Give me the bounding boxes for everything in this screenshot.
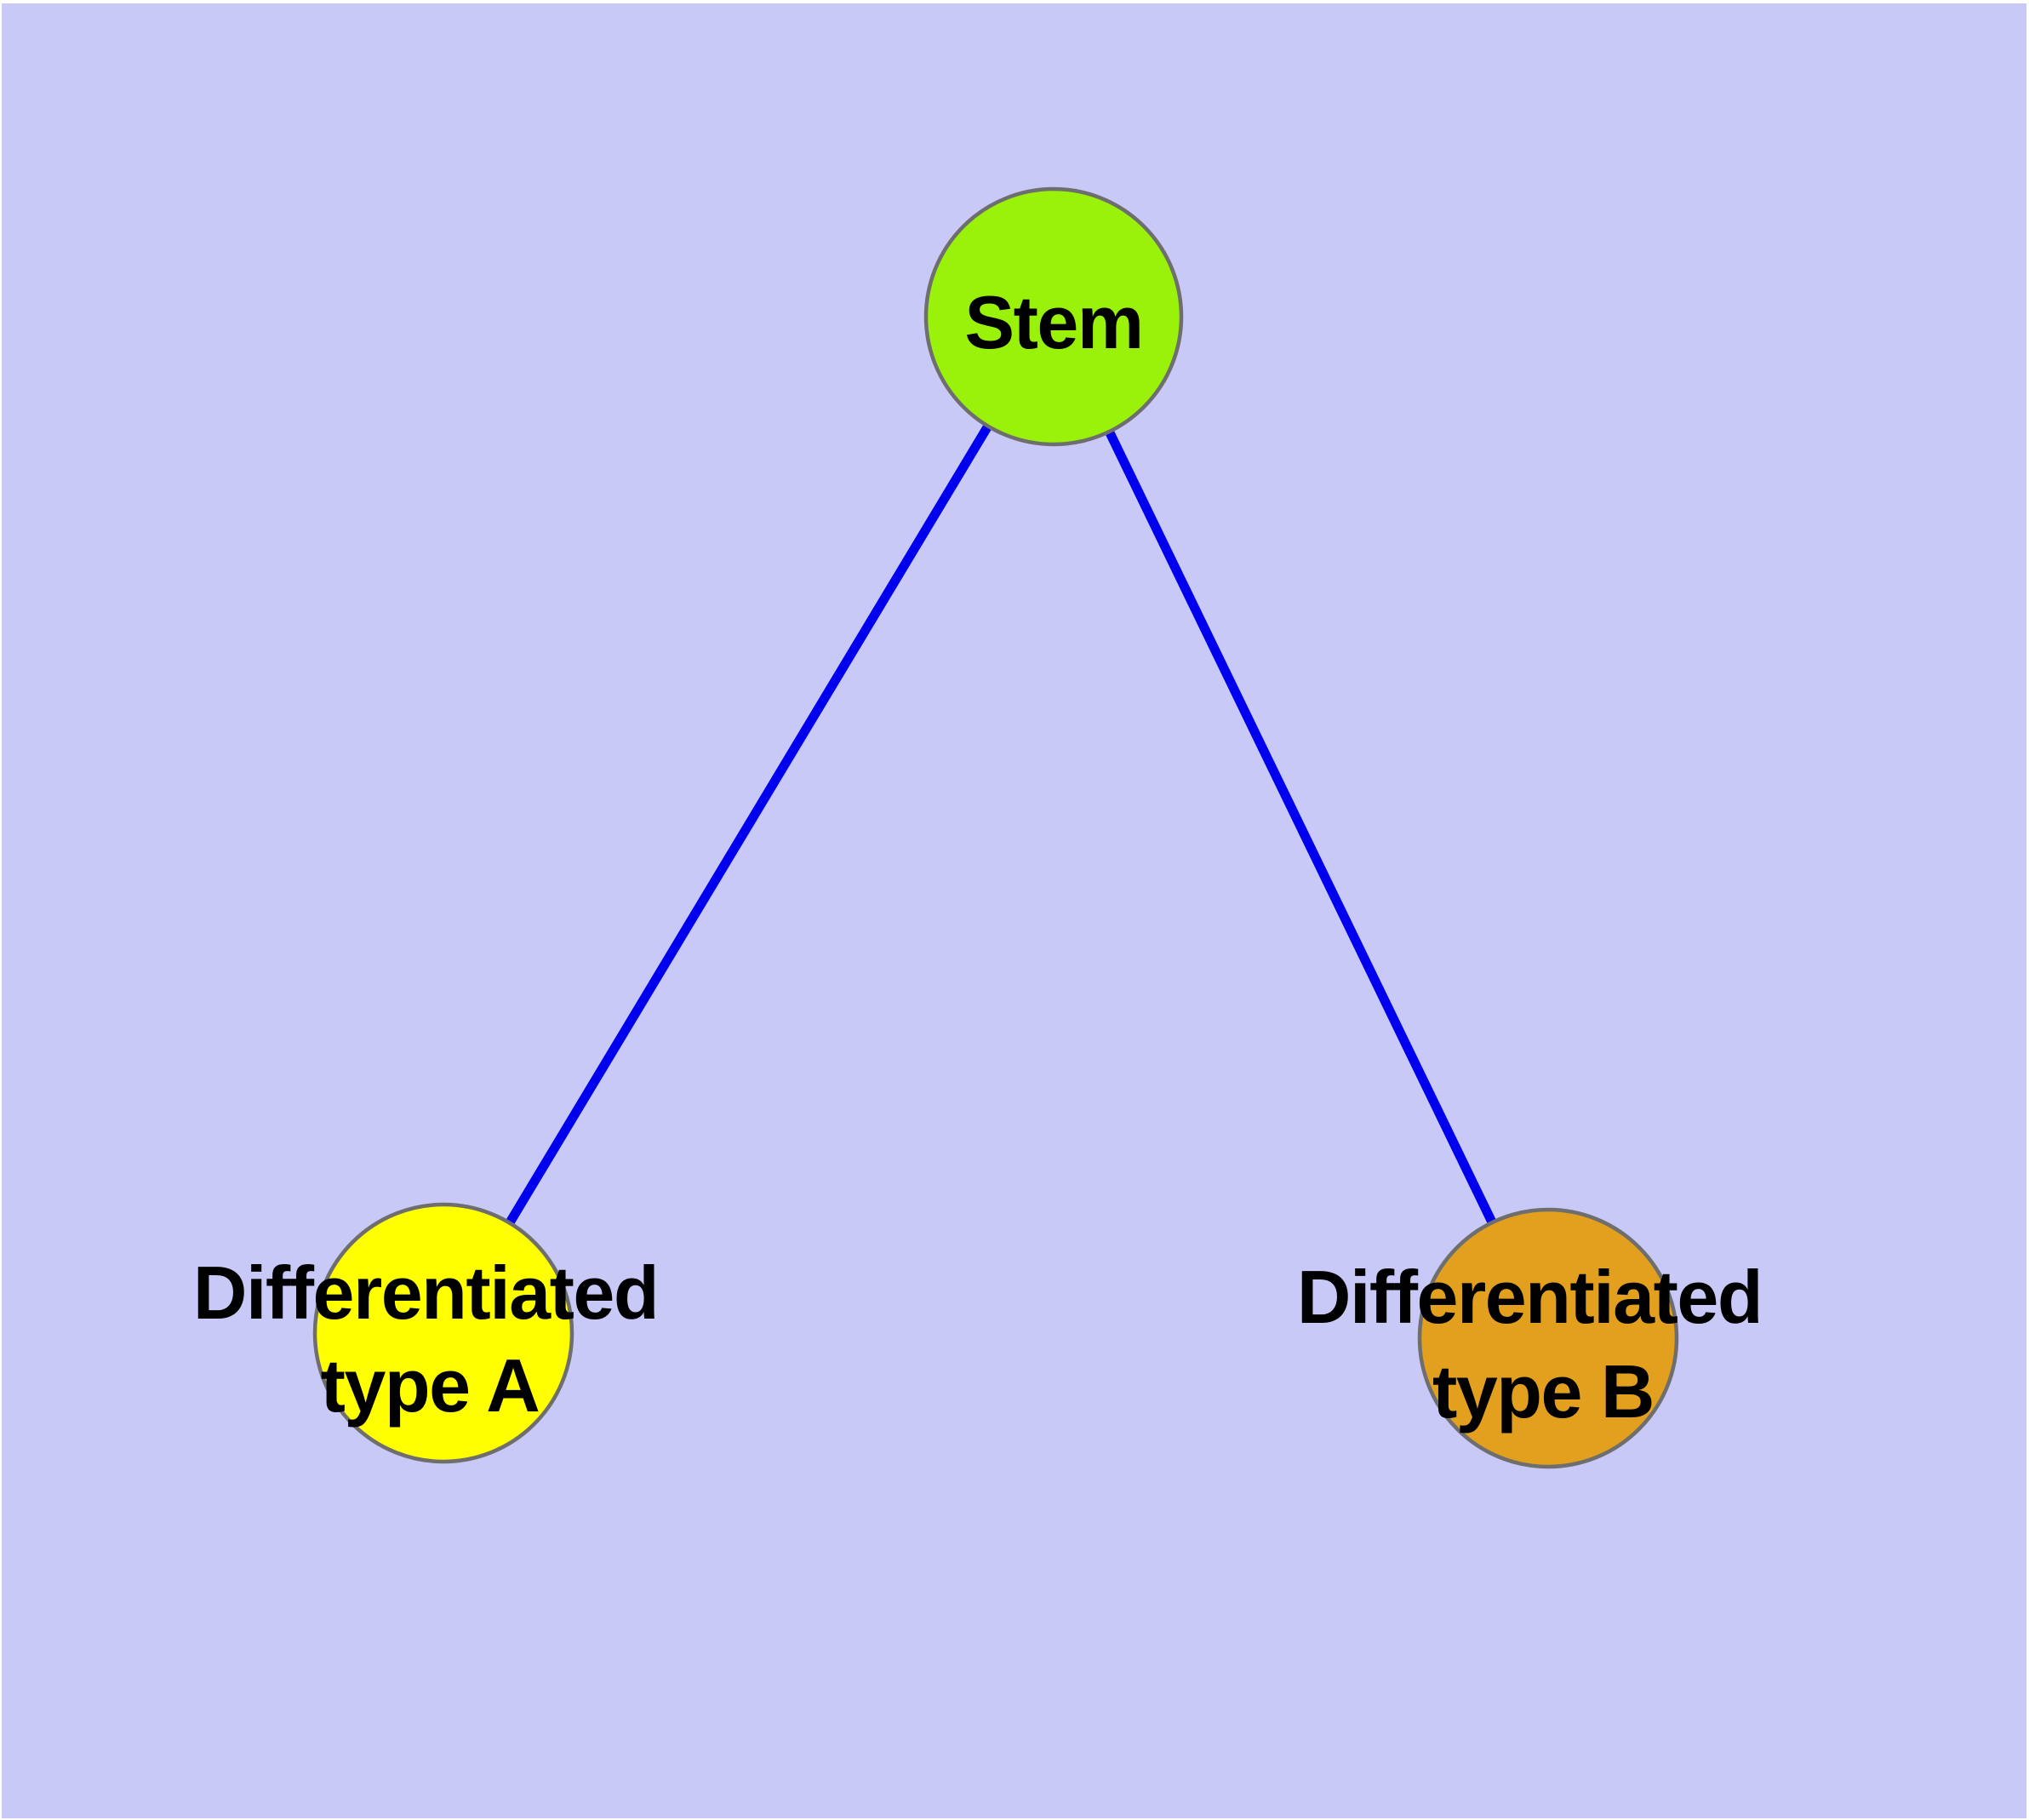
node-stem-circle[interactable] [923,186,1184,447]
node-differentiated-type-a-label-line2: type A [321,1343,540,1428]
node-differentiated-type-a-circle[interactable] [312,1202,574,1464]
node-differentiated-type-b-label-line1: Differentiated [1297,1255,1762,1339]
node-differentiated-type-b-label-line2: type B [1432,1349,1654,1434]
node-stem[interactable]: Stem [923,186,1184,447]
node-stem-label: Stem [964,280,1142,364]
node-differentiated-type-a[interactable]: Differentiated type A [193,1202,660,1464]
node-differentiated-type-b[interactable]: Differentiated type B [1297,1207,1763,1469]
edge-stem-to-type-a [439,314,1058,1336]
node-differentiated-type-a-label-line1: Differentiated [193,1251,658,1335]
edge-stem-to-type-b [1049,314,1552,1341]
node-differentiated-type-b-circle[interactable] [1417,1207,1679,1469]
